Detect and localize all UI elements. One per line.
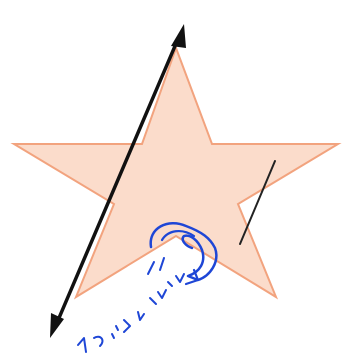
symmetry-line-with-arrows	[54, 37, 180, 327]
handwritten-stroke	[137, 311, 145, 321]
handwritten-stroke	[111, 333, 115, 339]
handwritten-stroke	[149, 297, 157, 305]
handwritten-stroke	[159, 257, 165, 271]
arrow-tip	[184, 268, 200, 286]
handwritten-stroke	[167, 281, 173, 287]
handwritten-stroke	[115, 325, 119, 331]
angle-arc-scribble-inner	[160, 230, 196, 242]
handwritten-stroke	[93, 335, 104, 347]
bottom-arrowhead	[50, 313, 64, 338]
star-shape	[10, 45, 342, 300]
handwritten-stroke	[147, 261, 155, 275]
handwritten-annotation	[77, 221, 218, 353]
top-arrowhead	[171, 24, 186, 48]
handwritten-stroke	[123, 319, 131, 333]
handwritten-stroke	[175, 273, 185, 283]
angle-arc-scribble	[149, 221, 218, 282]
handwritten-stroke	[77, 337, 87, 353]
handwritten-stroke	[157, 289, 167, 299]
side-mark	[239, 160, 276, 245]
